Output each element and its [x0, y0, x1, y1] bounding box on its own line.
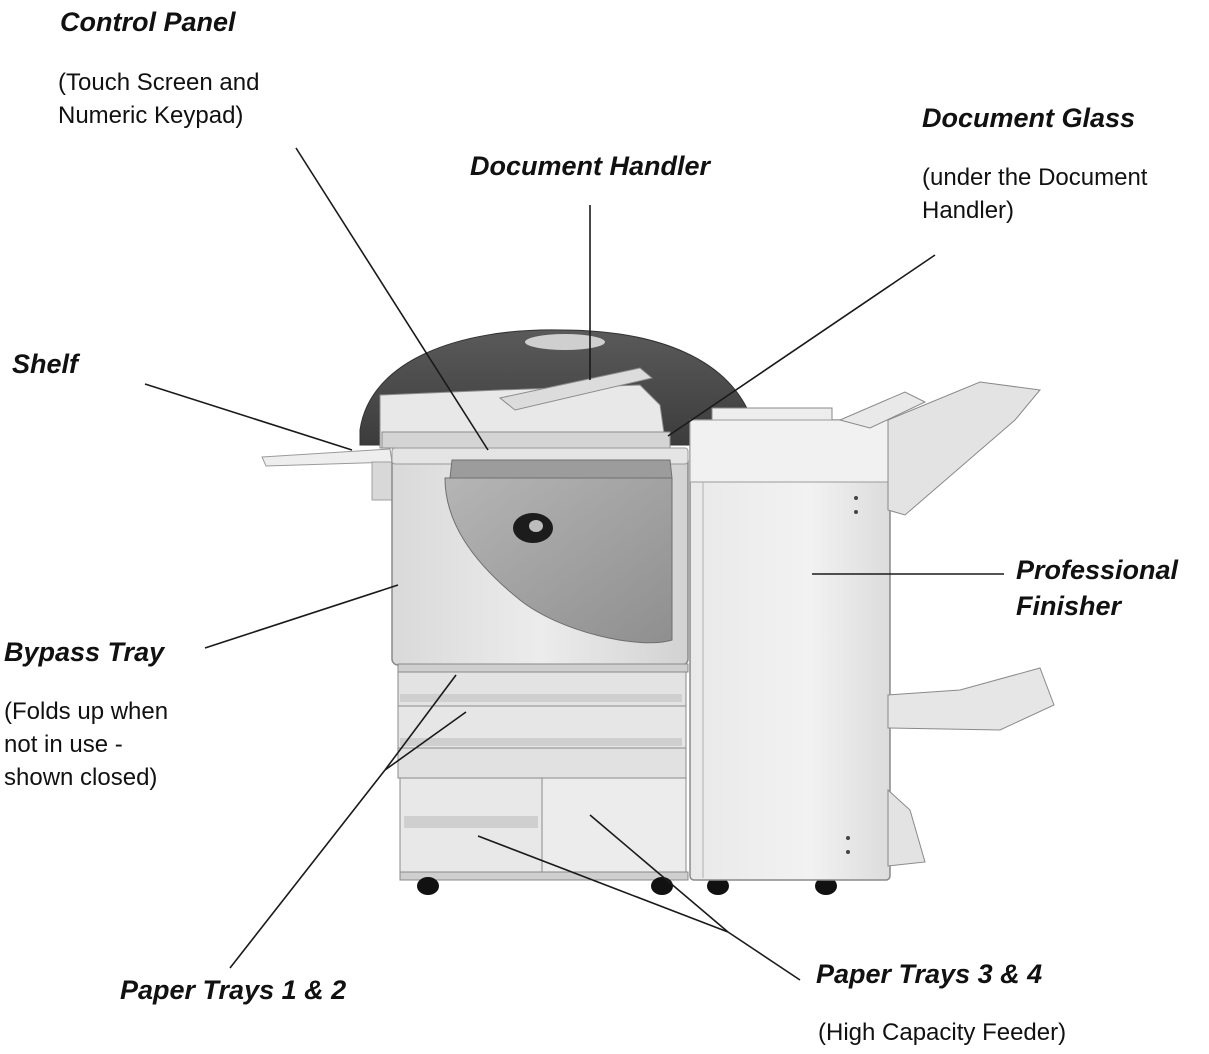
label-paper-trays-1-2: Paper Trays 1 & 2	[120, 974, 346, 1006]
leader-paper-trays-3-4	[728, 932, 800, 980]
label-document-handler: Document Handler	[470, 150, 710, 182]
sublabel-line: Numeric Keypad)	[58, 99, 259, 132]
caster	[417, 877, 439, 895]
label-paper-trays-3-4: Paper Trays 3 & 4	[816, 958, 1042, 990]
caster	[651, 877, 673, 895]
label-line: Professional	[1016, 552, 1178, 588]
label-bypass-tray: Bypass Tray	[4, 636, 164, 668]
tray-4	[542, 778, 686, 876]
label-line: Finisher	[1016, 588, 1178, 624]
sublabel-line: (Folds up when	[4, 695, 168, 728]
finisher-body	[690, 420, 890, 880]
label-control-panel: Control Panel	[60, 6, 236, 38]
sublabel-document-glass: (under the Document Handler)	[922, 161, 1147, 227]
sublabel-line: (under the Document	[922, 161, 1147, 194]
sublabel-line: shown closed)	[4, 761, 168, 794]
finisher-lower-tray	[888, 668, 1054, 730]
label-professional-finisher: Professional Finisher	[1016, 552, 1178, 624]
leader-shelf	[145, 384, 352, 450]
control-panel	[450, 460, 672, 478]
label-document-glass: Document Glass	[922, 102, 1135, 134]
leader-paper-trays-1-2	[230, 770, 385, 968]
sublabel-line: (Touch Screen and	[58, 66, 259, 99]
tray-lower-band	[398, 748, 686, 778]
sublabel-bypass-tray: (Folds up when not in use - shown closed…	[4, 695, 168, 794]
sublabel-line: (High Capacity Feeder)	[818, 1016, 1066, 1049]
label-shelf: Shelf	[12, 348, 78, 380]
lid-top-light	[525, 334, 605, 350]
sublabel-line: Handler)	[922, 194, 1147, 227]
sublabel-paper-trays-3-4: (High Capacity Feeder)	[818, 1016, 1066, 1049]
sublabel-control-panel: (Touch Screen and Numeric Keypad)	[58, 66, 259, 132]
leader-bypass-tray	[205, 585, 398, 648]
sublabel-line: not in use -	[4, 728, 168, 761]
